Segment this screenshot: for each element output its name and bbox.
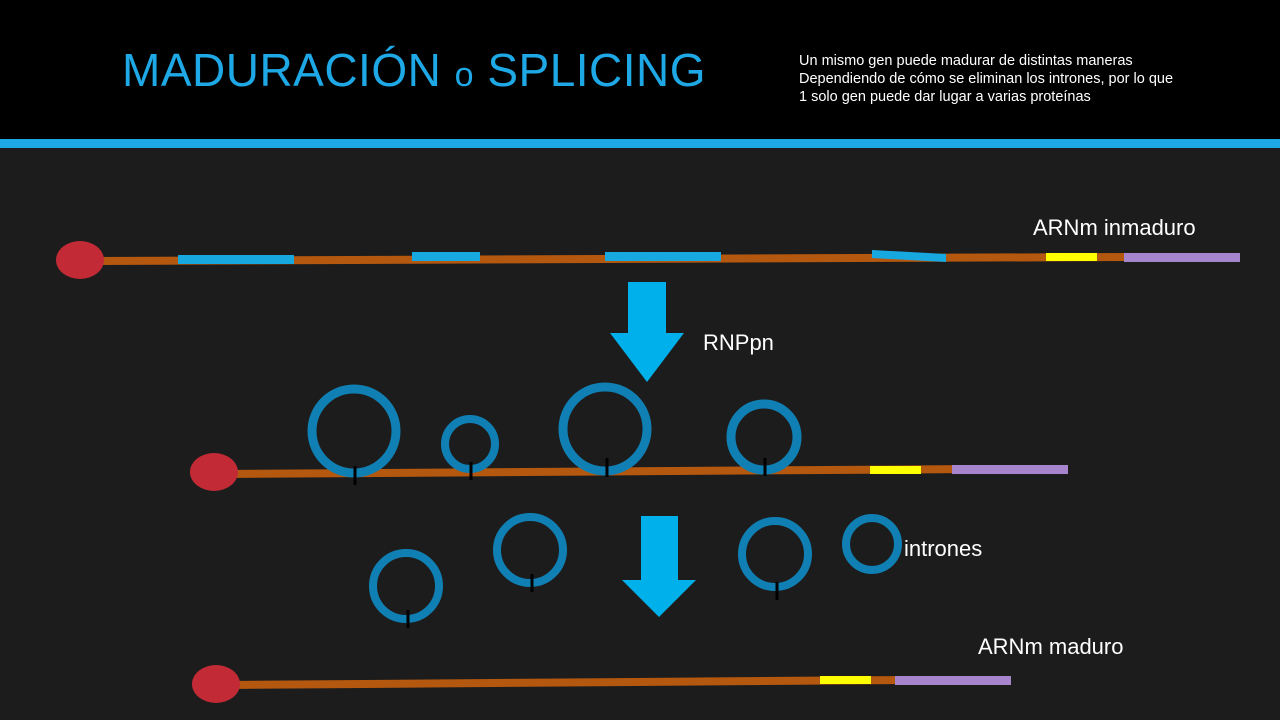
exon-2 <box>412 252 480 261</box>
exon-4 <box>872 250 946 262</box>
utr-yellow-1 <box>1046 253 1097 261</box>
header-accent-bar <box>0 139 1280 148</box>
excised-introns <box>369 513 902 628</box>
cap-1 <box>56 241 104 279</box>
exon-1 <box>178 255 294 264</box>
down-arrow-icon <box>610 282 684 382</box>
cap-2 <box>190 453 238 491</box>
page-title: MADURACIÓN o SPLICING <box>122 42 706 103</box>
intron-loop-3 <box>558 382 652 476</box>
immature-mrna <box>56 241 1240 279</box>
poly-a-tail-1 <box>1124 253 1240 262</box>
mature-mrna <box>192 665 1011 703</box>
intron-loop-1 <box>307 384 401 478</box>
header <box>0 0 1280 139</box>
title-rest: SPLICING <box>487 44 707 96</box>
mature-strand <box>224 676 906 689</box>
intron-loop-2 <box>441 415 499 473</box>
spliceosome-stage <box>190 382 1068 491</box>
free-intron-1 <box>369 549 443 623</box>
label-mature-mrna: ARNm maduro <box>978 634 1124 659</box>
label-immature-mrna: ARNm inmaduro <box>1033 215 1196 240</box>
title-connector: o <box>454 56 475 94</box>
poly-a-tail-2 <box>952 465 1068 474</box>
label-introns: intrones <box>904 536 983 561</box>
subtitle-line-3: 1 solo gen puede dar lugar a varias prot… <box>799 89 1091 105</box>
subtitle-line-2: Dependiendo de cómo se eliminan los intr… <box>799 71 1174 87</box>
utr-yellow-3 <box>820 676 871 684</box>
poly-a-tail-3 <box>895 676 1011 685</box>
free-intron-3 <box>738 517 812 591</box>
title-main: MADURACIÓN <box>122 44 442 96</box>
free-intron-2 <box>493 513 567 587</box>
subtitle: Un mismo gen puede madurar de distintas … <box>799 52 1239 106</box>
down-arrow-icon <box>622 516 696 617</box>
subtitle-line-1: Un mismo gen puede madurar de distintas … <box>799 53 1133 69</box>
utr-yellow-2 <box>870 466 921 474</box>
label-snrnp: RNPpn <box>703 330 774 355</box>
exon-3 <box>605 252 721 261</box>
free-intron-4 <box>842 514 902 574</box>
cap-3 <box>192 665 240 703</box>
